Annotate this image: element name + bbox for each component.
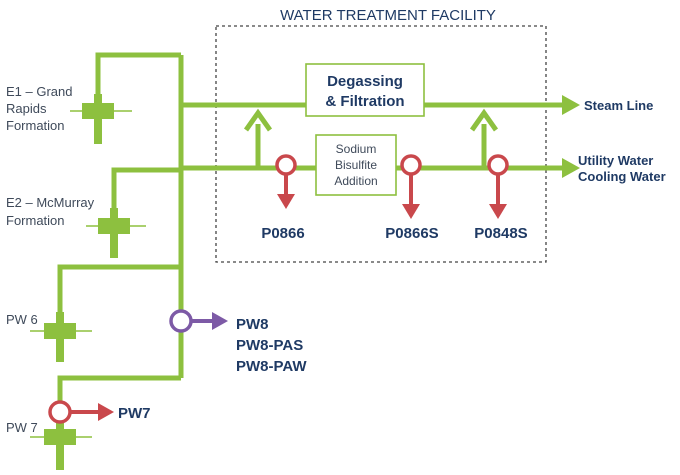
source-pw6: PW 6 [6,312,38,327]
arrow-utility [562,158,580,178]
sample-point-p0866 [275,154,297,176]
pipe-pw6 [57,264,181,358]
sample-point-p0866s [400,154,422,176]
sample-points-red [275,154,509,206]
label-p0866s: P0866S [385,225,438,242]
arrow-p0866s [402,204,420,219]
sodium-label-line3: Addition [334,174,377,188]
degassing-filtration-box [305,63,425,117]
sodium-bisulfite-box [315,134,397,196]
sample-point-pw8 [169,309,193,333]
degassing-label-line1: Degassing [327,73,403,90]
sodium-label-line2: Bisulfite [335,158,377,172]
sample-point-pw7 [48,400,72,424]
arrow-pw8 [212,312,228,330]
facility-boundary [215,25,547,263]
output-utility-line1: Utility Water [578,153,653,168]
arrow-steam [562,95,580,115]
arrow-p0848s [489,204,507,219]
source-pw7: PW 7 [6,420,38,435]
label-pw7-sample: PW7 [118,405,151,422]
source-e2-line2: Formation [6,213,65,228]
label-p0848s: P0848S [474,225,527,242]
label-pw8-pas: PW8-PAS [236,337,303,354]
facility-title: WATER TREATMENT FACILITY [280,7,496,24]
source-e1-line2: Rapids [6,101,47,116]
label-pw8: PW8 [236,316,269,333]
sodium-label-line1: Sodium [336,142,377,156]
valves [30,94,146,470]
pipe-e1 [95,52,181,140]
output-utility-line2: Cooling Water [578,169,666,184]
source-e1-line1: E1 – Grand [6,84,73,99]
sample-point-p0848s [487,154,509,176]
label-p0866: P0866 [261,225,304,242]
arrow-up-1 [243,108,273,132]
arrow-up-2 [469,108,499,132]
output-steam-line: Steam Line [584,98,653,113]
source-e1-line3: Formation [6,118,65,133]
pipe-e2 [111,167,181,255]
source-e2-line1: E2 – McMurray [6,195,95,210]
arrow-p0866 [277,194,295,209]
arrow-pw7 [98,403,114,421]
degassing-label-line2: & Filtration [325,93,404,110]
pipe-pw7 [57,375,181,470]
label-pw8-paw: PW8-PAW [236,358,307,375]
